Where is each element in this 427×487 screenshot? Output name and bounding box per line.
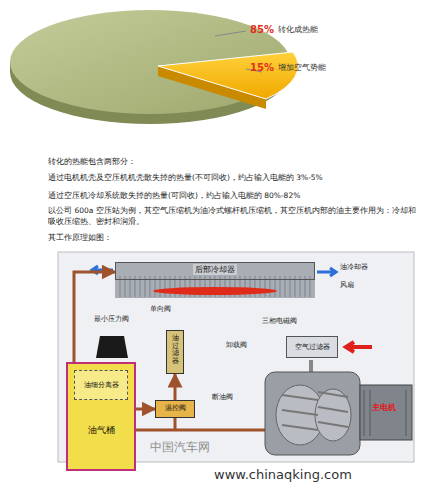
oil-gas-tank: 油气桶油细分离器 <box>66 362 136 471</box>
fan-blade <box>153 287 277 295</box>
thermostatic-valve: 温控阀 <box>155 400 195 418</box>
part-label: 断油阀 <box>212 392 233 403</box>
inlet-arrow <box>346 342 372 352</box>
node-text: 后部冷却器 <box>193 264 237 275</box>
paragraph: 通过空压机冷却系统散失掉的热量(可回收)，约占输入电能的 80%-82% <box>48 190 423 201</box>
paragraph: 通过电机机壳及空压机机壳散失掉的热量(不可回收)，约占输入电能的 3%-5% <box>48 172 423 183</box>
watermark: www.chinaqking.com <box>214 465 352 485</box>
motor-label: 主电机 <box>372 402 396 414</box>
oil-pipe <box>136 429 265 432</box>
percent-value: 15% <box>250 60 274 75</box>
oil-pipe <box>174 416 177 430</box>
part-label: 卸载阀 <box>226 340 247 351</box>
paragraph: 转化的热能包含两部分： <box>48 156 136 167</box>
screw-compressor <box>265 372 360 455</box>
air-arrow <box>317 268 336 276</box>
air-filter: 空气过滤器 <box>286 336 338 358</box>
air-pipe <box>309 360 313 372</box>
part-label: 最小压力阀 <box>94 314 129 325</box>
paragraph: 以公司 600a 空压站为例，其空气压缩机为油冷式螺杆机压缩机，其空压机内部的油… <box>48 205 423 228</box>
part-label: 单向阀 <box>150 304 171 315</box>
part-label: 三相电磁阀 <box>262 316 297 327</box>
diagram-frame <box>58 252 414 462</box>
separator-housing <box>96 336 128 358</box>
pie-label: 增加空气势能 <box>278 62 326 74</box>
pie-slice <box>158 52 298 99</box>
motor-fin <box>364 390 406 436</box>
paragraph: 其工作原理如图： <box>48 232 112 243</box>
cooler-fins <box>115 262 315 298</box>
node-text: 空气过滤器 <box>295 342 330 352</box>
node-text: 油气桶 <box>88 424 115 437</box>
rotor-thread <box>282 392 348 430</box>
motor <box>360 385 412 440</box>
percent-value: 85% <box>250 22 274 37</box>
part-label: 油冷却器 <box>340 262 368 273</box>
watermark: 中国汽车网 <box>150 438 210 456</box>
oil-pipe-connector <box>136 408 155 411</box>
oil-pipe-connector <box>174 374 177 400</box>
cooler-body <box>115 262 315 298</box>
separator-element: 油细分离器 <box>74 370 128 400</box>
node-text: 油过滤器 <box>172 335 179 366</box>
aftercooler-band: 后部冷却器 <box>115 262 315 280</box>
node-text: 温控阀 <box>165 403 186 413</box>
pie-label: 转化成热能 <box>278 24 318 36</box>
node-text: 油细分离器 <box>84 380 119 390</box>
part-label: 风扇 <box>340 280 354 291</box>
oil-filter: 油过滤器 <box>166 330 184 374</box>
leader-line <box>215 31 246 36</box>
